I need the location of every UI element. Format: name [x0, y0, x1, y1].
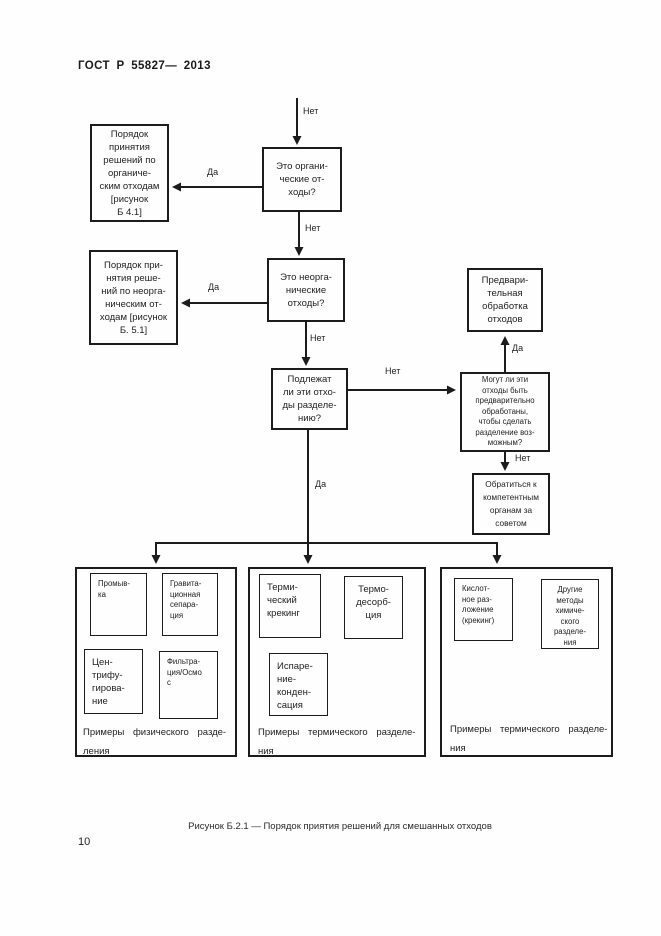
group-physical-separation: Промыв- ка Гравита- ционная сепара- ция … — [75, 567, 237, 757]
method-box: Гравита- ционная сепара- ция — [162, 573, 218, 636]
label-yes-inorganic: Да — [208, 282, 220, 292]
group-thermal-separation: Терми- ческий крекинг Термо- десорб- ция… — [248, 567, 426, 757]
label-no-separable: Нет — [385, 366, 401, 376]
node-q-pretreatable: Могут ли эти отходы быть предварительно … — [460, 372, 550, 452]
label-no-inorganic: Нет — [310, 333, 326, 343]
node-pretreatment: Предвари- тельная обработка отходов — [467, 268, 543, 332]
node-inorganic-rule: Порядок при- нятия реше- ний по неорга- … — [89, 250, 178, 345]
node-q-separable: Подлежат ли эти отхо- ды разделе- нию? — [271, 368, 348, 430]
node-q-organic: Это органи- ческие от- ходы? — [262, 147, 342, 212]
method-box: Цен- трифу- гирова- ние — [84, 649, 143, 714]
node-q-inorganic: Это неорга- нические отходы? — [267, 258, 345, 322]
method-box: Термо- десорб- ция — [344, 576, 403, 639]
label-no-pretreat: Нет — [515, 453, 531, 463]
label-no-entry: Нет — [303, 106, 319, 116]
method-box: Терми- ческий крекинг — [259, 574, 321, 638]
group-caption: Примеры физического разде- ления — [83, 727, 227, 757]
page-number: 10 — [78, 836, 91, 848]
method-box: Фильтра- ция/Осмо с — [159, 651, 218, 719]
standard-header: ГОСТ Р 55827— 2013 — [78, 60, 211, 72]
label-yes-separable: Да — [315, 479, 327, 489]
label-yes-pretreat: Да — [512, 343, 524, 353]
group-caption: Примеры термического разделе- ния — [450, 724, 608, 754]
group-caption: Примеры термического разделе- ния — [258, 727, 416, 757]
method-box: Испаре- ние- конден- сация — [269, 653, 328, 716]
node-consult: Обратиться к компетентным органам за сов… — [472, 473, 550, 535]
label-yes-organic: Да — [207, 167, 219, 177]
method-box: Промыв- ка — [90, 573, 147, 636]
node-organic-rule: Порядок принятия решений по органиче- ск… — [90, 124, 169, 222]
method-box: Кислот- ное раз- ложение (крекинг) — [454, 578, 513, 641]
label-no-organic: Нет — [305, 223, 321, 233]
figure-caption: Рисунок Б.2.1 — Порядок приятия решений … — [188, 821, 492, 832]
method-box: Другие методы химиче- ского разделе- ния — [541, 579, 599, 649]
group-chemical-separation: Кислот- ное раз- ложение (крекинг) Други… — [440, 567, 613, 757]
